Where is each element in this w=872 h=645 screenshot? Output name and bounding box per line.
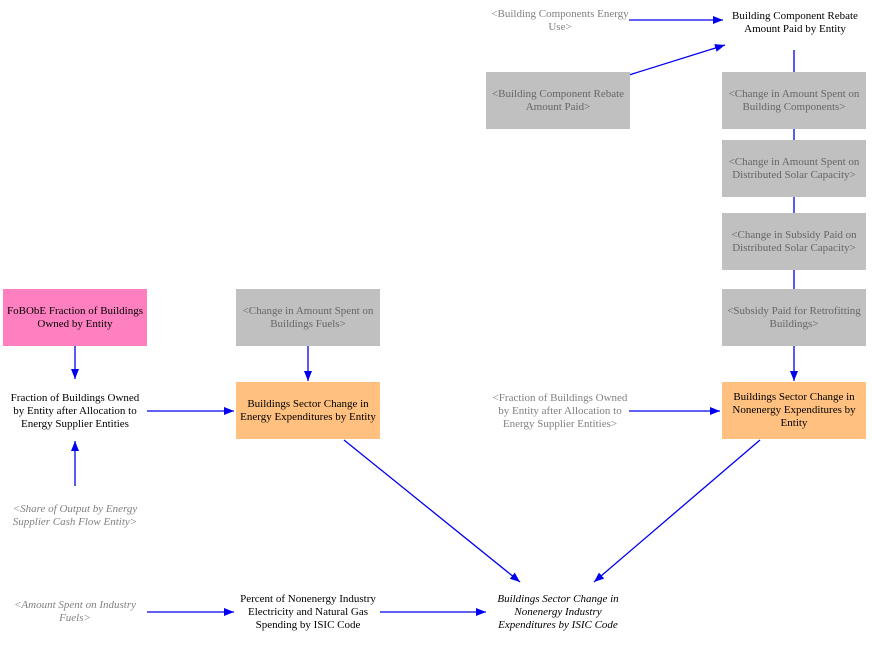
arrow-energy-expenditures-to-industry <box>343 439 521 583</box>
node-nonenergy-expenditures-by-entity: Buildings Sector Change in Nonenergy Exp… <box>722 382 866 439</box>
node-energy-expenditures-by-entity: Buildings Sector Change in Energy Expend… <box>236 382 380 439</box>
node-fraction-after-allocation: Fraction of Buildings Owned by Entity af… <box>10 391 140 430</box>
arrow-rebate-paid-to-rebate-by-entity <box>628 44 726 76</box>
node-building-component-rebate-paid-by-entity: Building Component Rebate Amount Paid by… <box>732 9 858 35</box>
node-fraction-after-allocation-ghost: <Fraction of Buildings Owned by Entity a… <box>492 391 628 430</box>
node-change-spent-buildings-fuels: <Change in Amount Spent on Buildings Fue… <box>236 289 380 346</box>
node-change-spent-distributed-solar: <Change in Amount Spent on Distributed S… <box>722 140 866 197</box>
node-nonenergy-industry-expenditures-isic: Buildings Sector Change in Nonenergy Ind… <box>497 592 619 631</box>
arrow-nonenergy-to-industry <box>593 439 761 583</box>
node-subsidy-retrofitting: <Subsidy Paid for Retrofitting Buildings… <box>722 289 866 346</box>
node-building-components-energy-use: <Building Components Energy Use> <box>491 8 629 33</box>
node-change-subsidy-distributed-solar: <Change in Subsidy Paid on Distributed S… <box>722 213 866 270</box>
node-amount-spent-industry-fuels: <Amount Spent on Industry Fuels> <box>14 599 136 624</box>
node-building-component-rebate-paid: <Building Component Rebate Amount Paid> <box>486 72 630 129</box>
node-percent-nonenergy-isic: Percent of Nonenergy Industry Electricit… <box>240 592 376 631</box>
node-change-spent-building-components: <Change in Amount Spent on Building Comp… <box>722 72 866 129</box>
node-share-output-supplier: <Share of Output by Energy Supplier Cash… <box>12 502 138 528</box>
node-fobobe-fraction: FoBObE Fraction of Buildings Owned by En… <box>3 289 147 346</box>
